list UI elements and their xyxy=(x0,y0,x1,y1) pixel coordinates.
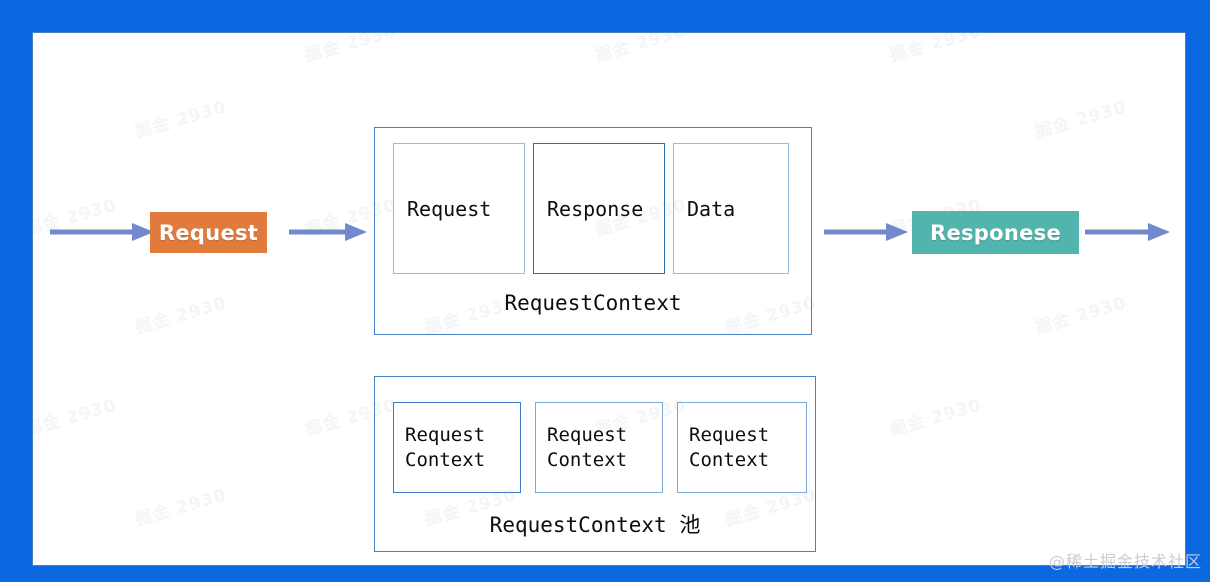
background-watermark: 掘金 2930 xyxy=(592,33,689,67)
diagram-sheet: 掘金 2930 掘金 2930 掘金 2930 掘金 2930 掘金 2930 … xyxy=(33,33,1185,565)
request-context-cell-data[interactable]: Data xyxy=(673,143,789,274)
request-context-pool-cell-row: Request Context Request Context Request … xyxy=(393,402,807,493)
response-pill[interactable]: Responese xyxy=(912,211,1079,254)
pool-cell-line1: Request xyxy=(547,424,628,447)
request-context-cell-row: Request Response Data xyxy=(393,143,789,274)
background-watermark: 掘金 2930 xyxy=(1032,97,1129,143)
arrow-response-outbound xyxy=(1085,223,1170,241)
background-watermark: 掘金 2930 xyxy=(132,485,229,531)
pool-cell-line1: Request xyxy=(405,424,486,447)
request-context-pool-caption: RequestContext 池 xyxy=(489,513,701,537)
pool-cell-request-context-2[interactable]: Request Context xyxy=(535,402,663,493)
background-watermark: 掘金 2930 xyxy=(33,395,119,441)
pool-cell-line1: Request xyxy=(689,424,770,447)
community-watermark: @稀土掘金技术社区 xyxy=(1048,552,1202,571)
background-watermark: 掘金 2930 xyxy=(132,293,229,339)
background-watermark: 掘金 2930 xyxy=(887,395,984,441)
pool-cell-label: Request Context xyxy=(547,423,627,472)
pool-cell-request-context-1[interactable]: Request Context xyxy=(393,402,521,493)
pool-cell-label: Request Context xyxy=(405,423,485,472)
arrow-request-to-context xyxy=(289,223,367,241)
cell-label: Response xyxy=(547,196,644,221)
pool-cell-request-context-3[interactable]: Request Context xyxy=(677,402,807,493)
arrow-context-to-response xyxy=(824,223,908,241)
request-context-pool-container: Request Context Request Context Request … xyxy=(374,376,816,552)
request-pill[interactable]: Request xyxy=(150,212,267,253)
background-watermark: 掘金 2930 xyxy=(132,97,229,143)
request-context-caption: RequestContext xyxy=(504,291,682,315)
background-watermark: 掘金 2930 xyxy=(1032,293,1129,339)
pool-cell-line2: Context xyxy=(689,448,770,471)
arrow-inbound-to-request xyxy=(50,223,154,241)
pool-cell-label: Request Context xyxy=(689,423,769,472)
request-context-container: Request Response Data RequestContext xyxy=(374,127,812,335)
cell-label: Data xyxy=(687,196,736,221)
request-context-cell-request[interactable]: Request xyxy=(393,143,525,274)
request-context-cell-response[interactable]: Response xyxy=(533,143,665,274)
pool-cell-line2: Context xyxy=(547,448,628,471)
cell-label: Request xyxy=(407,196,492,221)
background-watermark: 掘金 2930 xyxy=(887,33,984,67)
background-watermark: 掘金 2930 xyxy=(302,33,399,67)
pool-cell-line2: Context xyxy=(405,448,486,471)
